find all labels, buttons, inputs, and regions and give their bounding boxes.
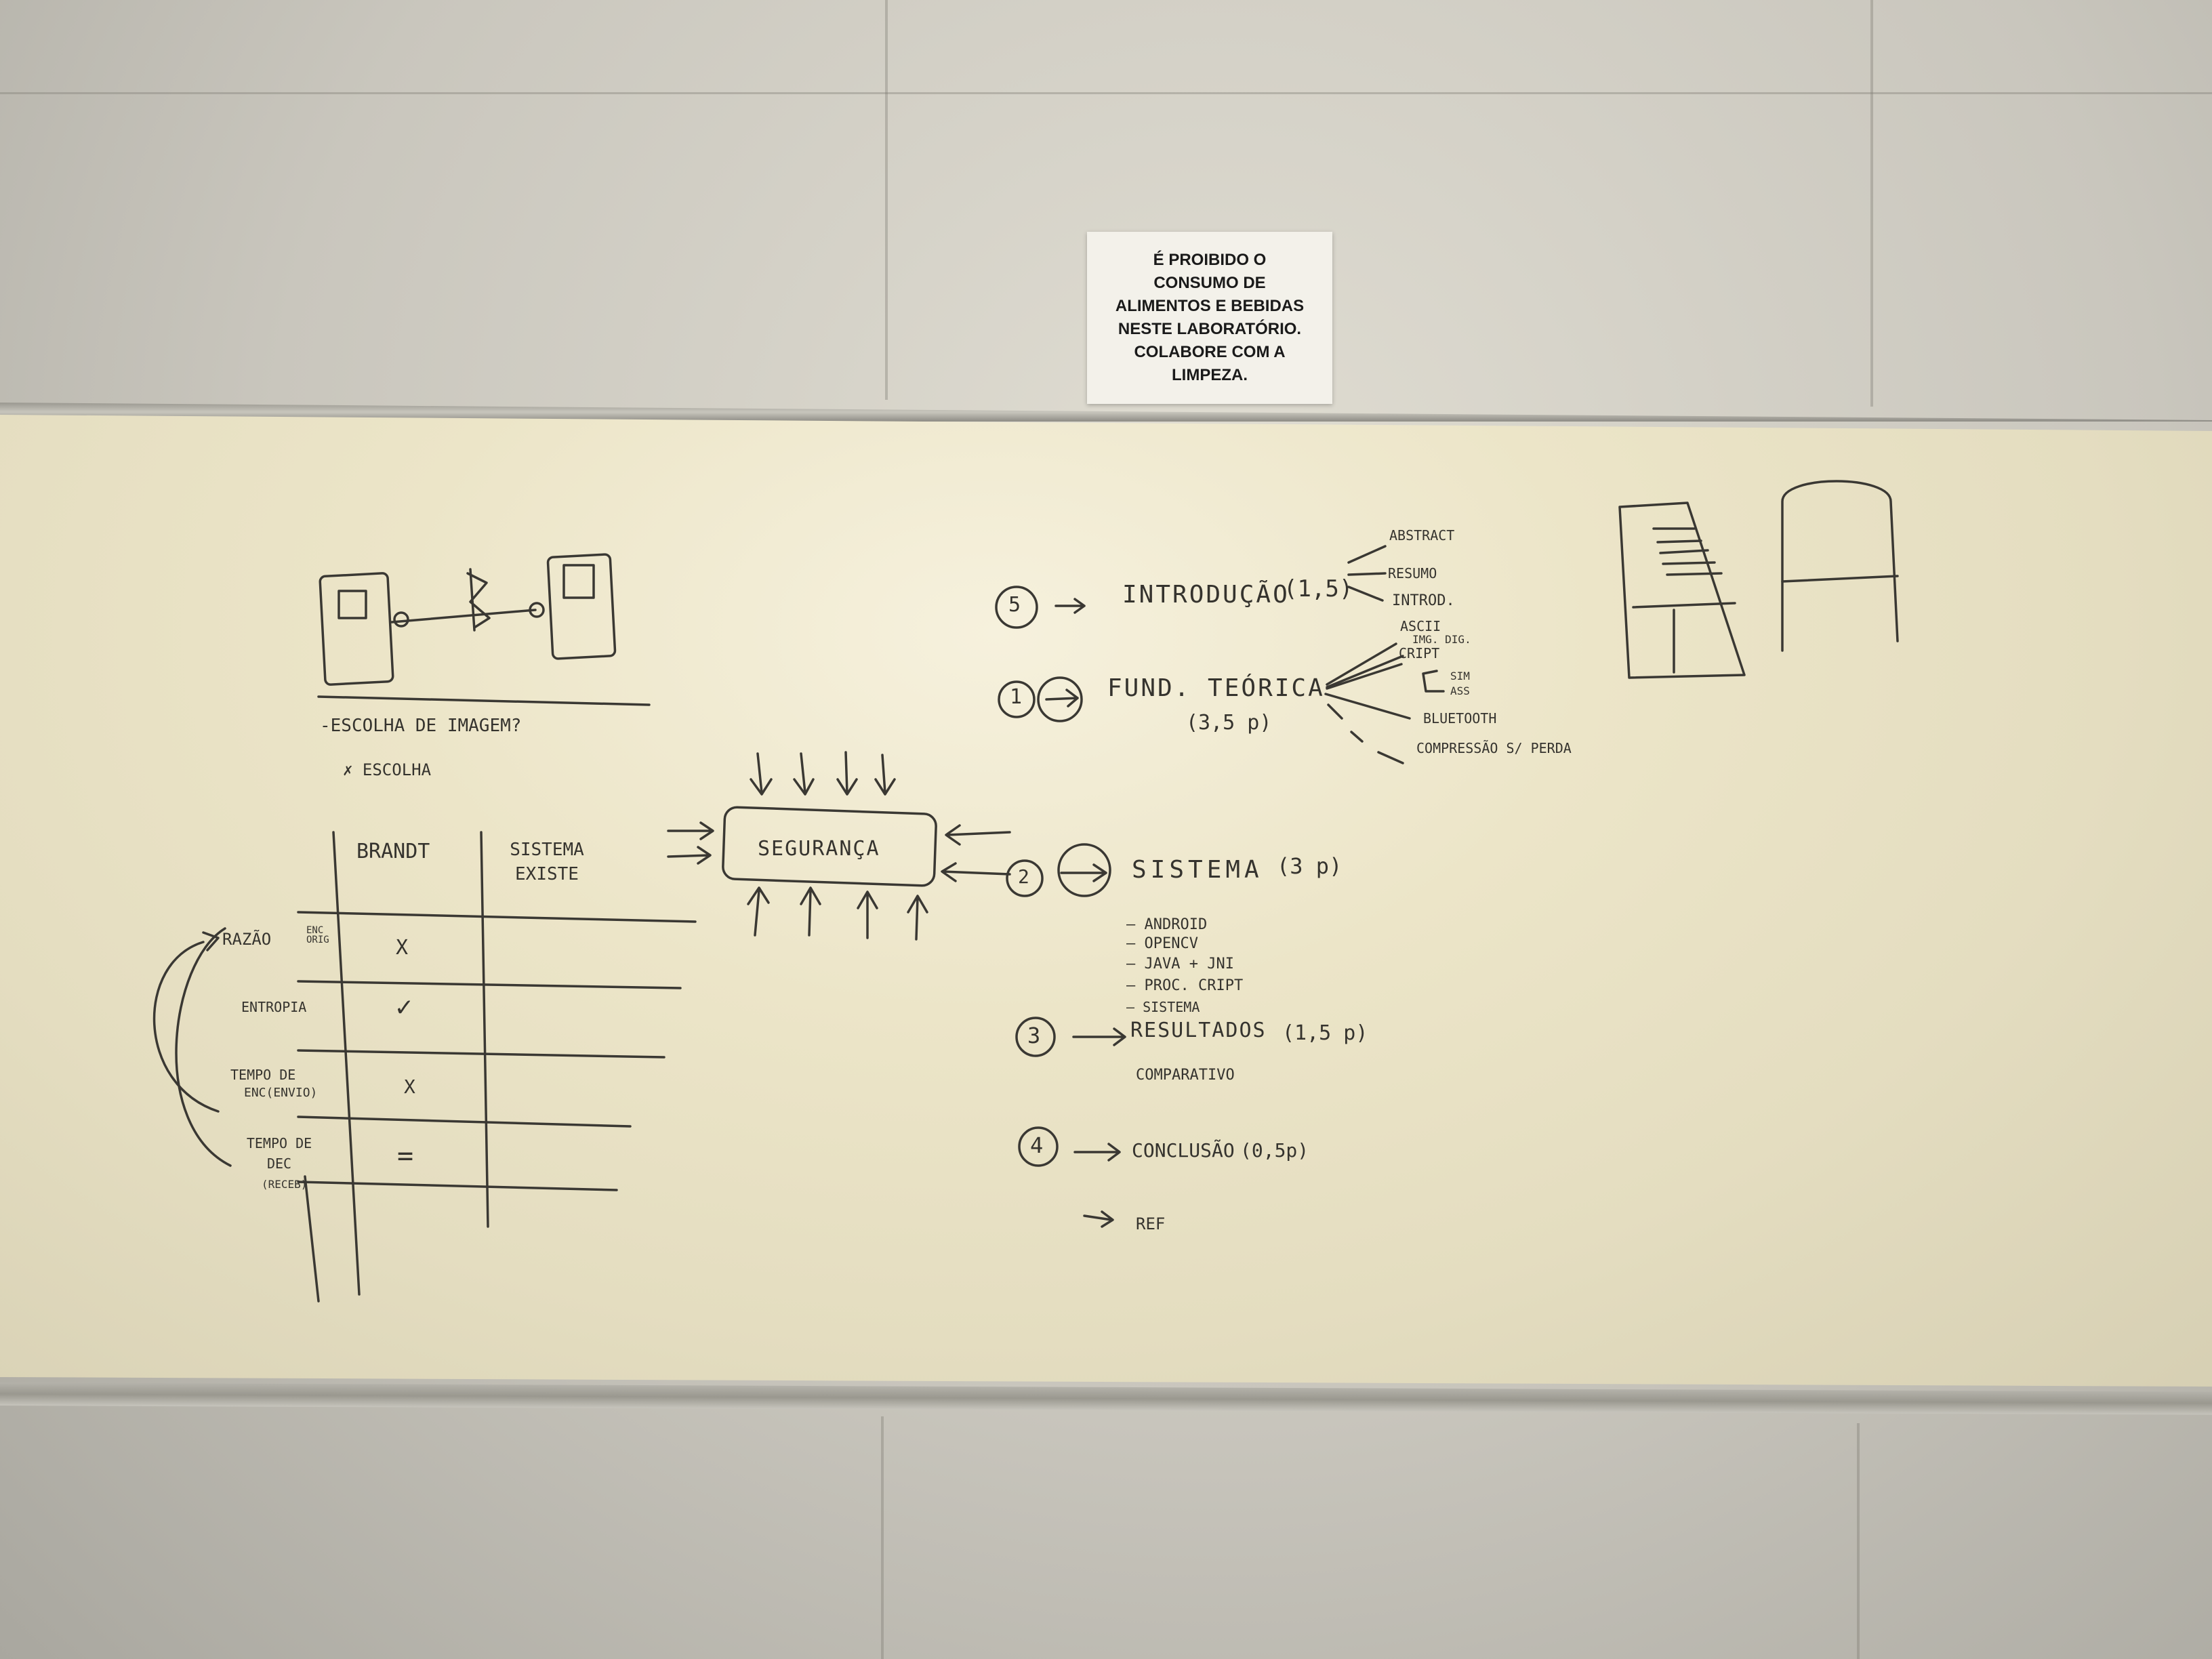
fund-branch: CRIPT — [1399, 645, 1440, 661]
notice-line: ALIMENTOS E BEBIDAS — [1115, 297, 1305, 315]
phone-sketch-left — [319, 572, 394, 686]
system-item: — ANDROID — [1126, 916, 1208, 933]
curved-arrow — [152, 941, 220, 1113]
page-outline-sketch — [1781, 480, 1899, 652]
row-label: RAZÃO — [222, 930, 272, 949]
outline-points: (1,5 p) — [1282, 1021, 1368, 1045]
cell-brandt-value: X — [396, 936, 409, 960]
outline-points: (0,5p) — [1240, 1139, 1309, 1162]
outline-num: 4 — [1030, 1132, 1044, 1158]
system-item: — SISTEMA — [1126, 999, 1200, 1015]
fund-branch: BLUETOOTH — [1423, 710, 1497, 726]
curved-arrow — [175, 927, 232, 1167]
notice-line: CONSUMO DE — [1153, 274, 1266, 292]
outline-num: 5 — [1008, 593, 1021, 617]
cell-brandt-value: X — [404, 1076, 415, 1098]
underline-divider — [317, 695, 651, 706]
outline-points: (1,5) — [1284, 575, 1353, 602]
security-label: SEGURANÇA — [758, 837, 880, 861]
outline-points: (3 p) — [1277, 853, 1343, 879]
fund-branch: IMG. DIG. — [1412, 633, 1471, 646]
security-box — [722, 806, 937, 887]
phone-sketch-right — [546, 553, 617, 660]
outline-num: 3 — [1027, 1023, 1041, 1048]
bluetooth-link-line — [390, 609, 537, 623]
page-layout-sketch — [1618, 501, 1746, 679]
results-note: COMPARATIVO — [1136, 1067, 1235, 1084]
security-arrows — [667, 751, 1011, 941]
row-label: TEMPO DE — [230, 1067, 296, 1083]
outline-title: INTRODUÇÃO — [1122, 581, 1290, 609]
notice-line: COLABORE COM A — [1134, 343, 1286, 361]
cell-brandt-value: = — [397, 1141, 414, 1172]
outline-title: FUND. TEÓRICA — [1107, 674, 1325, 702]
outline-num: 2 — [1018, 865, 1029, 888]
intro-branch: INTROD. — [1392, 592, 1455, 609]
no-food-notice: É PROIBIDO O CONSUMO DE ALIMENTOS E BEBI… — [1087, 232, 1332, 404]
row-sublabel: ENC(ENVIO) — [244, 1086, 318, 1100]
row-label: TEMPO DE DEC — [246, 1135, 312, 1172]
notice-line: LIMPEZA. — [1172, 366, 1248, 384]
outline-title: SISTEMA — [1132, 856, 1263, 884]
link-node — [393, 611, 409, 628]
bluetooth-icon — [466, 568, 491, 632]
wall-seam — [885, 0, 888, 400]
outline-markers — [995, 545, 1445, 1228]
choice-note: ✗ ESCOLHA — [343, 760, 432, 779]
notice-line: NESTE LABORATÓRIO. — [1118, 320, 1302, 338]
row-sublabel: ENC ORIG — [306, 925, 329, 945]
fund-branch: ASS — [1450, 684, 1470, 697]
outline-num: 1 — [1010, 685, 1023, 709]
intro-branch: ABSTRACT — [1389, 527, 1455, 544]
arrow-head — [202, 931, 220, 951]
wall-seam — [1857, 1423, 1860, 1659]
intro-branch: RESUMO — [1388, 565, 1437, 581]
outline-title: RESULTADOS — [1130, 1019, 1267, 1042]
table-header-brandt: BRANDT — [356, 840, 430, 863]
row-sublabel: (RECEB) — [262, 1178, 308, 1191]
image-choice-question: -ESCOLHA DE IMAGEM? — [320, 716, 522, 736]
notice-line: É PROIBIDO O — [1153, 251, 1267, 269]
wall-seam — [1870, 0, 1873, 407]
table-header-existing-system: SISTEMA EXISTE — [510, 840, 584, 885]
outline-points: (3,5 p) — [1186, 711, 1272, 735]
fund-branch: ASCII — [1400, 618, 1441, 634]
cell-brandt-value: ✓ — [396, 991, 413, 1023]
wall-seam — [0, 92, 2212, 94]
fund-branch: SIM — [1450, 670, 1470, 682]
system-item: — JAVA + JNI — [1126, 956, 1234, 972]
system-item: — PROC. CRIPT — [1126, 977, 1244, 994]
wall-seam — [881, 1416, 884, 1659]
comparison-table-grid — [297, 831, 697, 1303]
references-item: REF — [1136, 1214, 1166, 1233]
row-label: ENTROPIA — [241, 999, 307, 1015]
system-item: — OPENCV — [1126, 935, 1198, 952]
fund-branch: COMPRESSÃO S/ PERDA — [1416, 740, 1572, 756]
link-node — [529, 602, 545, 618]
outline-title: CONCLUSÃO — [1132, 1139, 1235, 1162]
